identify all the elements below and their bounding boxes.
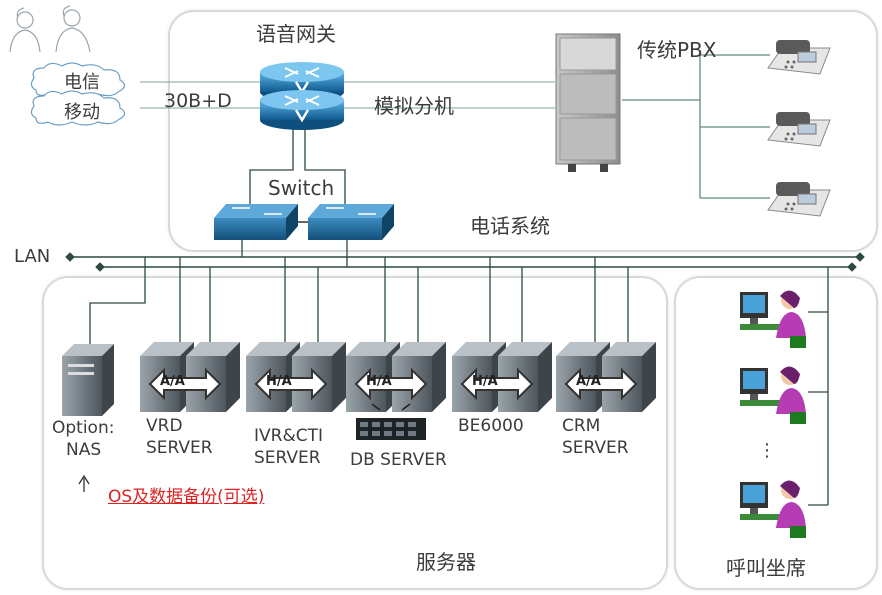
agent-drops [808,267,829,506]
vrd-server-label-line1: VRD [146,416,183,436]
ivr-cti-server-label-line1: IVR&CTI [254,426,323,446]
vrd-server-label-line2: SERVER [146,438,213,458]
nas-server-icon [62,344,114,416]
crm-server-label-line1: CRM [562,416,601,436]
server-pair-icon [246,342,346,412]
storage-array-icon [356,403,426,440]
backup-arrow-icon [78,474,90,492]
server-pair-icon [346,342,446,412]
server-badge: H/A [266,374,292,389]
server-pair-icon [556,342,656,412]
carrier-mobile-label: 移动 [64,102,100,123]
nas-label-line1: Option: [52,418,115,438]
server-drops [89,257,629,345]
agents-section-label: 呼叫坐席 [726,556,806,580]
trunk-label: 30B+D [164,90,232,112]
agent-workstation-icon [740,290,806,348]
servers-panel [42,276,668,590]
server-badge: H/A [366,374,392,389]
carrier-trunk-lines [140,81,555,109]
carrier-telecom-label: 电信 [64,72,100,93]
db-server-label: DB SERVER [350,450,447,470]
pbx-phone-lines [622,54,770,199]
backup-optional-link[interactable]: OS及数据备份(可选) [108,487,265,507]
lan-bus [65,252,865,272]
server-badge: A/A [160,374,185,389]
lan-switch-icon-right [308,204,394,240]
phone-system-section-label: 电话系统 [470,214,550,238]
lan-switch-icon-left [214,204,298,240]
agents-ellipsis: ⋮ [758,440,776,461]
ivr-cti-server-label-line2: SERVER [254,448,321,468]
users-icon [9,5,91,53]
nas-label-line2: NAS [66,440,102,460]
desk-phone-icon [767,182,831,217]
server-pair-icon [452,342,552,412]
legacy-pbx-label: 传统PBX [637,38,717,62]
be6000-label: BE6000 [458,416,524,436]
switch-label: Switch [268,176,335,200]
agent-workstation-icon [740,480,806,538]
pbx-cabinet-icon [555,33,621,172]
server-badge: H/A [472,374,498,389]
lan-label: LAN [14,246,51,267]
desk-phone-icon [767,40,831,75]
servers-section-label: 服务器 [416,550,476,574]
server-pair-icon [140,342,240,412]
voice-gateway-router-icon [260,62,344,130]
agent-workstation-icon [740,366,806,424]
voice-gateway-label: 语音网关 [256,22,336,46]
server-badge: A/A [576,374,601,389]
analog-extension-label: 模拟分机 [374,94,454,118]
cloud-icon-mobile [30,90,126,126]
crm-server-label-line2: SERVER [562,438,629,458]
desk-phone-icon [767,112,831,147]
